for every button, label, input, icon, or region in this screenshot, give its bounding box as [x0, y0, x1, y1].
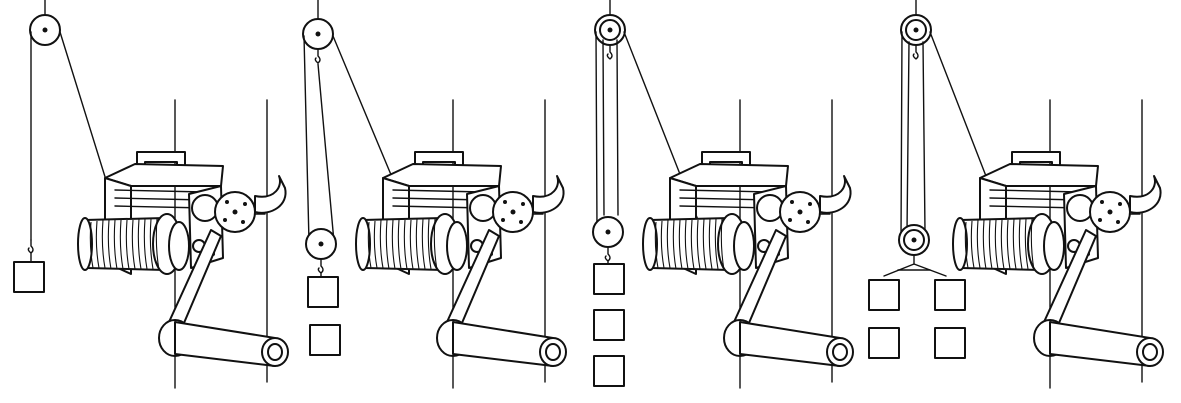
- hand-winch-icon: [642, 99, 854, 389]
- hook-icon: [27, 239, 34, 254]
- panel-2: [302, 0, 567, 389]
- pulley-wheel-icon: [29, 14, 61, 46]
- pulley-wheel-icon: [898, 224, 930, 256]
- panel-3: [592, 0, 854, 389]
- weight-block-icon: [309, 324, 341, 356]
- pulley-wheel-icon: [594, 14, 626, 46]
- hand-winch-icon: [952, 99, 1164, 389]
- pulley-wheel-icon: [592, 216, 624, 248]
- pulley-wheel-icon: [302, 18, 334, 50]
- weight-block-icon: [593, 309, 625, 341]
- hook-icon: [912, 45, 919, 60]
- weight-block-icon: [934, 327, 966, 359]
- weight-block-icon: [868, 279, 900, 311]
- panel-4: [868, 0, 1164, 389]
- weight-block-icon: [934, 279, 966, 311]
- hook-icon: [606, 45, 613, 60]
- hand-winch-icon: [77, 99, 289, 389]
- hand-winch-icon: [355, 99, 567, 389]
- hook-icon: [317, 259, 324, 274]
- weight-block-icon: [593, 355, 625, 387]
- weight-block-icon: [307, 276, 339, 308]
- weight-block-icon: [13, 261, 45, 293]
- weight-block-icon: [868, 327, 900, 359]
- hook-icon: [314, 49, 321, 64]
- hook-icon: [604, 247, 611, 262]
- weight-block-icon: [593, 263, 625, 295]
- pulley-wheel-icon: [305, 228, 337, 260]
- pulley-wheel-icon: [900, 14, 932, 46]
- panel-1: [13, 0, 289, 389]
